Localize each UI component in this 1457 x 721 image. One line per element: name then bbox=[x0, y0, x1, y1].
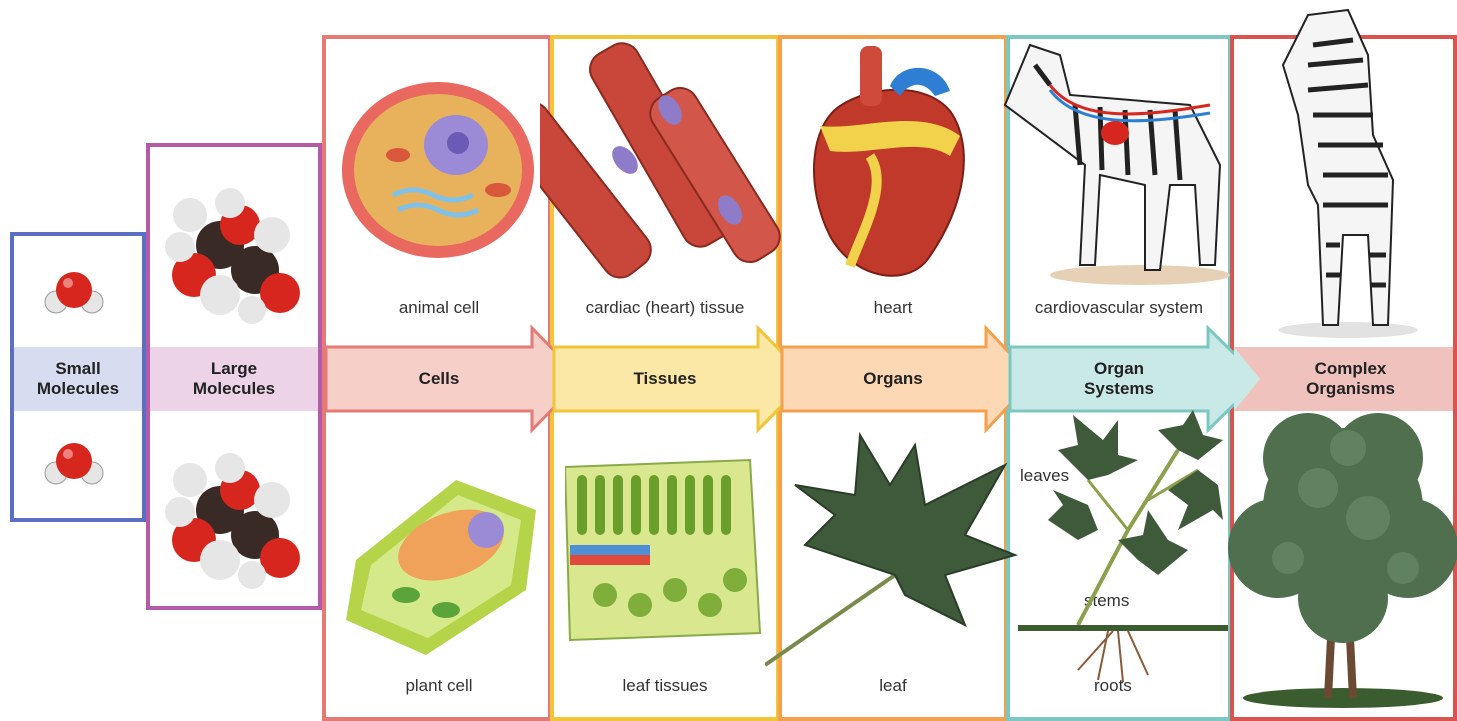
caption-heart: heart bbox=[782, 298, 1004, 318]
glucose-molecule-icon bbox=[160, 440, 310, 590]
zebra-cardiovascular-icon bbox=[990, 15, 1235, 290]
caption-animal-cell: animal cell bbox=[326, 298, 552, 318]
caption-cardiovascular-system: cardiovascular system bbox=[1010, 298, 1228, 318]
cardiac-tissue-icon bbox=[540, 40, 790, 285]
glucose-molecule-icon bbox=[160, 175, 310, 325]
water-molecule-icon bbox=[40, 433, 110, 493]
stage-label-complex-organisms: Complex Organisms bbox=[1244, 347, 1457, 411]
caption-plant-cell: plant cell bbox=[326, 676, 552, 696]
leaf-tissue-icon bbox=[565, 455, 765, 645]
plant-cell-icon bbox=[336, 470, 541, 660]
tree-icon bbox=[1228, 408, 1457, 721]
animal-cell-icon bbox=[338, 75, 538, 265]
water-molecule-icon bbox=[40, 262, 110, 322]
leaf-icon bbox=[765, 425, 1020, 670]
stage-label-organs: Organs bbox=[782, 347, 1004, 411]
zebra-icon bbox=[1268, 5, 1428, 340]
caption-leaf: leaf bbox=[782, 676, 1004, 696]
caption-cardiac-tissue: cardiac (heart) tissue bbox=[554, 298, 776, 318]
plant-organ-system-icon bbox=[1018, 410, 1228, 685]
stage-label-organ-systems: Organ Systems bbox=[1010, 347, 1228, 411]
stage-label-large-molecules: Large Molecules bbox=[150, 347, 318, 411]
stage-label-cells: Cells bbox=[326, 347, 552, 411]
caption-leaf-tissues: leaf tissues bbox=[554, 676, 776, 696]
stage-label-small-molecules: Small Molecules bbox=[14, 347, 142, 411]
stage-label-tissues: Tissues bbox=[554, 347, 776, 411]
heart-icon bbox=[800, 36, 980, 291]
